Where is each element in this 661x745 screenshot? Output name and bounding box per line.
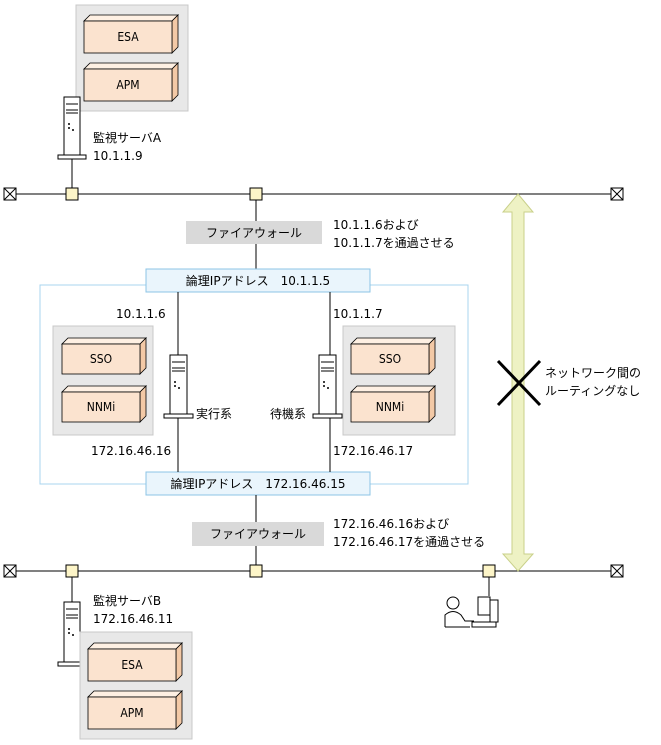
server-b-ip: 172.16.46.11 bbox=[93, 612, 173, 626]
cross-mark-icon bbox=[496, 359, 542, 407]
active-node-sso-box: SSO bbox=[61, 337, 147, 375]
tower-server-icon bbox=[57, 96, 87, 160]
server-b-esa-label: ESA bbox=[121, 658, 143, 672]
tower-server-icon bbox=[57, 601, 87, 667]
server-b-label: 監視サーバB bbox=[93, 593, 161, 608]
network-junction-icon bbox=[249, 187, 263, 201]
active-sso-label: SSO bbox=[90, 352, 112, 366]
operator-workstation-icon bbox=[444, 596, 499, 628]
network-junction-icon bbox=[65, 564, 79, 578]
lower-firewall-note-2: 172.16.46.17を通過させる bbox=[333, 535, 485, 549]
server-a-esa-label: ESA bbox=[117, 30, 139, 44]
network-junction-icon bbox=[249, 564, 263, 578]
server-a-esa-box: ESA bbox=[83, 14, 179, 54]
standby-node-nnmi-box: NNMi bbox=[350, 385, 436, 423]
upper-firewall-note-1: 10.1.1.6および bbox=[333, 218, 419, 232]
active-nnmi-label: NNMi bbox=[87, 400, 115, 414]
lower-logical-ip-label: 論理IPアドレス 172.16.46.15 bbox=[171, 476, 346, 491]
network-terminator-icon bbox=[3, 187, 17, 201]
standby-node-ip-bottom: 172.16.46.17 bbox=[333, 444, 413, 458]
server-a-label: 監視サーバA bbox=[93, 130, 162, 145]
network-terminator-icon bbox=[3, 564, 17, 578]
active-node-ip-bottom: 172.16.46.16 bbox=[91, 444, 171, 458]
network-junction-icon bbox=[65, 187, 79, 201]
active-node-ip-top: 10.1.1.6 bbox=[116, 307, 166, 321]
lower-firewall-label: ファイアウォール bbox=[210, 527, 306, 541]
standby-node-sso-box: SSO bbox=[350, 337, 436, 375]
server-b-apm-box: APM bbox=[87, 690, 183, 730]
lower-firewall bbox=[192, 522, 324, 546]
standby-nnmi-label: NNMi bbox=[376, 400, 404, 414]
no-routing-line-1: ネットワーク間の bbox=[545, 366, 641, 380]
upper-firewall bbox=[186, 221, 322, 244]
tower-server-icon bbox=[163, 354, 194, 419]
upper-firewall-note-2: 10.1.1.7を通過させる bbox=[333, 236, 455, 250]
server-a-apm-box: APM bbox=[83, 62, 179, 102]
standby-sso-label: SSO bbox=[379, 352, 401, 366]
network-junction-icon bbox=[482, 564, 496, 578]
server-b-esa-box: ESA bbox=[87, 642, 183, 682]
server-b-apm-label: APM bbox=[120, 706, 143, 720]
tower-server-icon bbox=[312, 354, 343, 419]
upper-logical-ip bbox=[145, 268, 371, 293]
active-node-label: 実行系 bbox=[196, 406, 232, 421]
network-terminator-icon bbox=[610, 187, 624, 201]
server-a-apm-label: APM bbox=[116, 78, 139, 92]
standby-node-ip-top: 10.1.1.7 bbox=[333, 307, 383, 321]
active-node-nnmi-box: NNMi bbox=[61, 385, 147, 423]
lower-logical-ip bbox=[145, 471, 371, 496]
standby-node-label: 待機系 bbox=[270, 406, 306, 421]
upper-logical-ip-label: 論理IPアドレス 10.1.1.5 bbox=[186, 273, 330, 288]
server-a-ip: 10.1.1.9 bbox=[93, 149, 143, 163]
network-terminator-icon bbox=[610, 564, 624, 578]
no-routing-line-2: ルーティングなし bbox=[545, 384, 640, 398]
lower-firewall-note-1: 172.16.46.16および bbox=[333, 517, 449, 531]
upper-firewall-label: ファイアウォール bbox=[206, 226, 302, 240]
